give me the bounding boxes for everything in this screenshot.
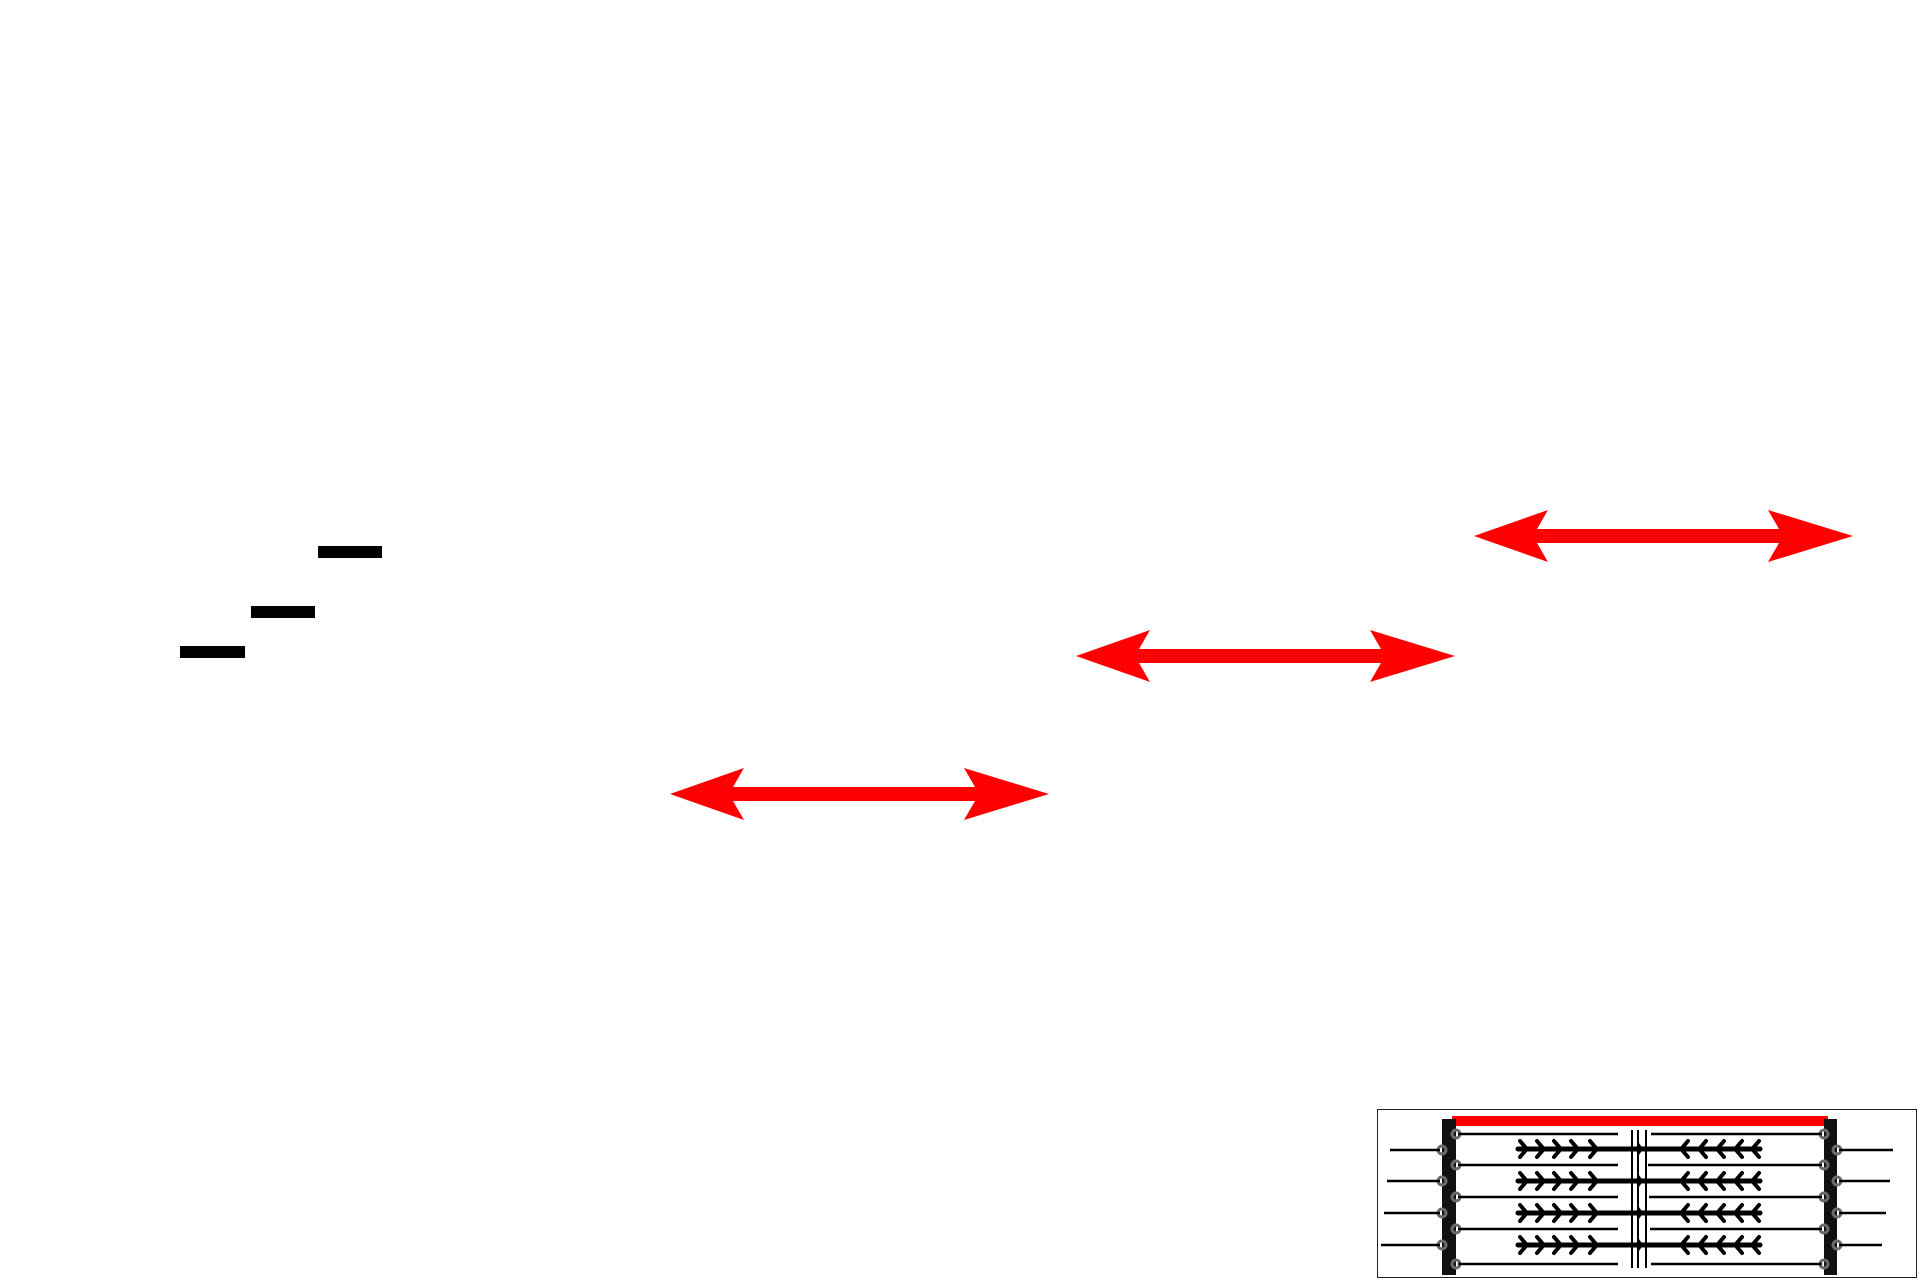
black-bar-1	[180, 646, 245, 658]
double-arrow-3-icon	[1474, 510, 1853, 562]
black-bar-3	[318, 546, 382, 558]
double-arrow-2-icon	[1076, 630, 1455, 682]
z-disc-right	[1824, 1119, 1837, 1275]
actin-filaments	[1458, 1132, 1822, 1266]
z-disc-left	[1442, 1119, 1456, 1275]
black-bar-2	[251, 606, 315, 618]
outer-thin-filaments	[1381, 1148, 1893, 1247]
sarcomere-thumbnail	[1377, 1109, 1917, 1278]
z-disc-attachments	[1436, 1128, 1843, 1270]
sarcomere-highlight-bar	[1452, 1116, 1828, 1126]
sarcomere-diagram	[1381, 1116, 1893, 1275]
double-arrow-1-icon	[670, 768, 1049, 820]
